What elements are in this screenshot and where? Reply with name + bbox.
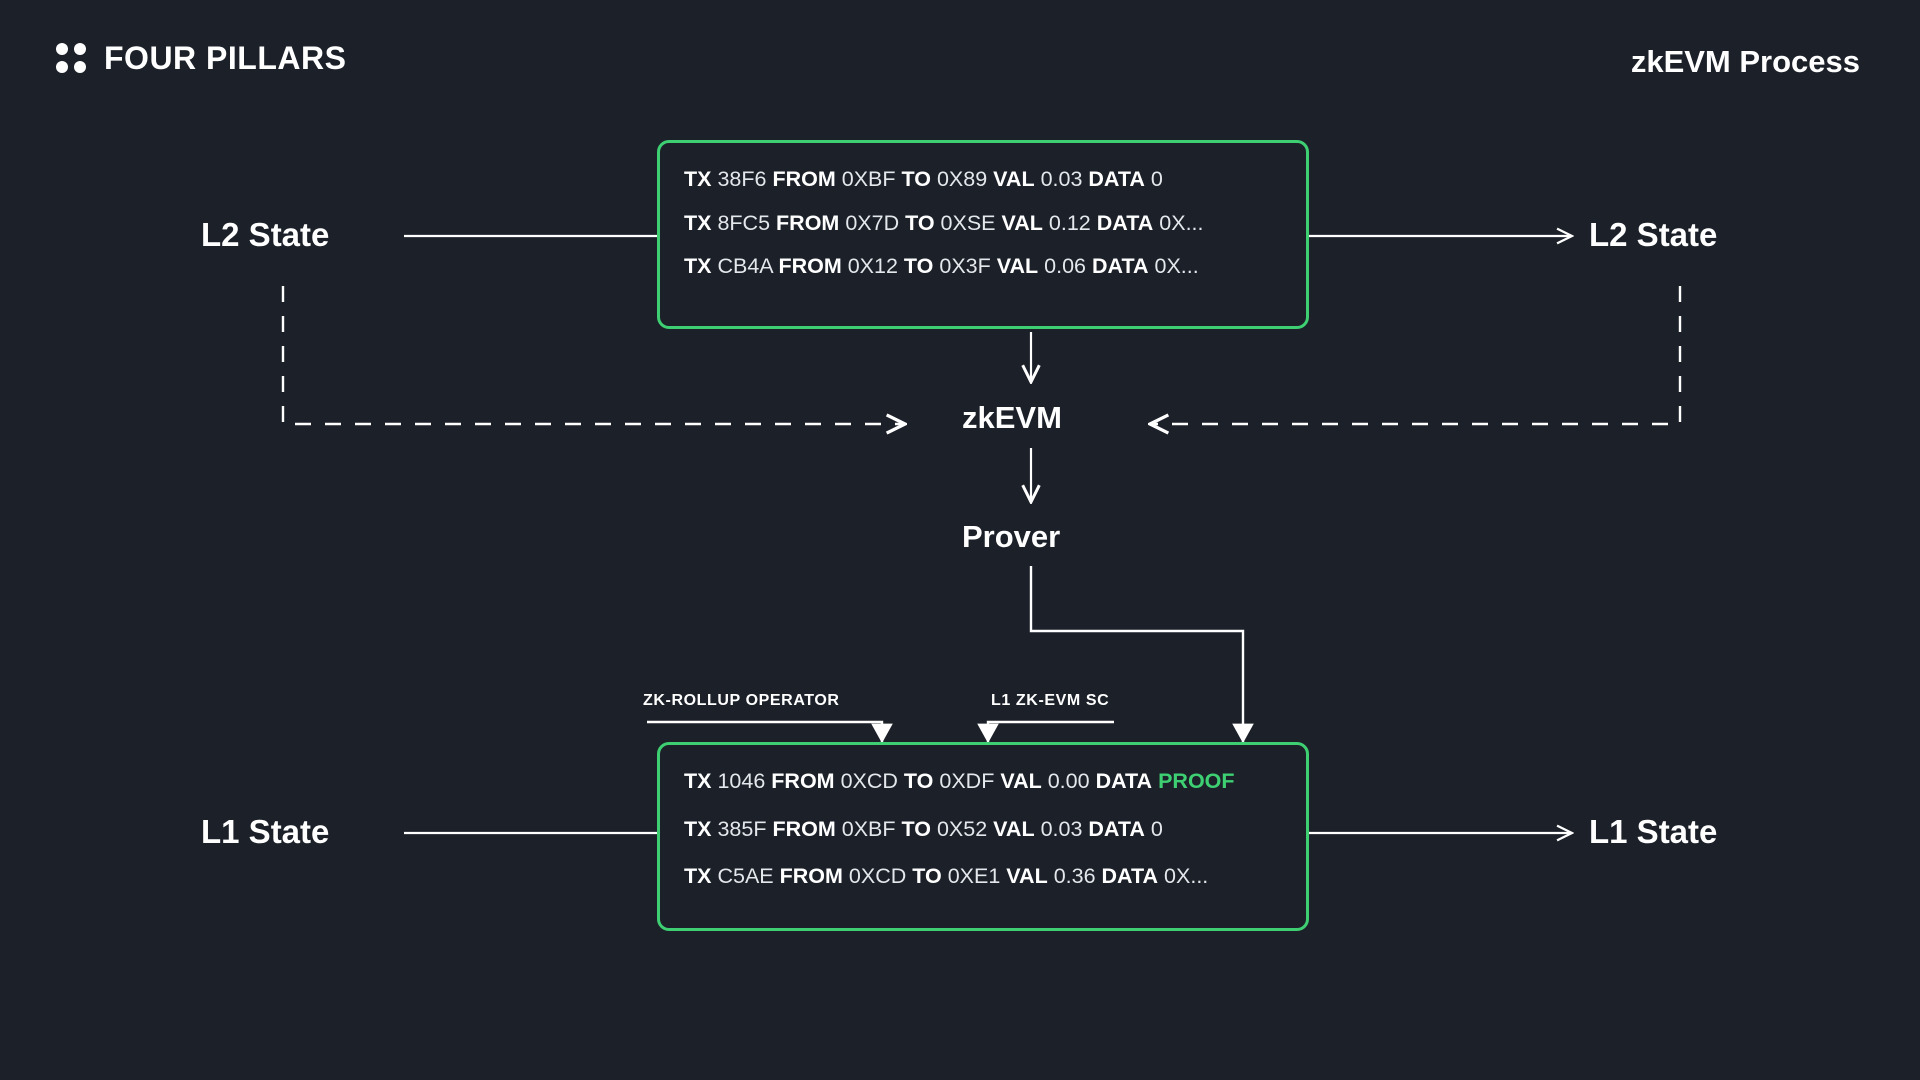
data-value: 0X... bbox=[1159, 210, 1204, 235]
to-key: TO bbox=[903, 254, 934, 278]
transaction-row: TX CB4A FROM 0X12 TO 0X3F VAL 0.06 DATA … bbox=[684, 254, 1282, 278]
tx-value: 1046 bbox=[717, 769, 766, 793]
to-key: TO bbox=[903, 769, 934, 793]
tx-value: 38F6 bbox=[717, 167, 767, 191]
from-value: 0XBF bbox=[841, 816, 896, 841]
tx-key: TX bbox=[684, 816, 712, 841]
data-key: DATA bbox=[1096, 210, 1154, 235]
data-key: DATA bbox=[1091, 254, 1149, 278]
brand-name: FOUR PILLARS bbox=[104, 40, 347, 76]
val-value: 0.03 bbox=[1040, 816, 1083, 841]
val-value: 0.36 bbox=[1053, 864, 1096, 888]
val-value: 0.12 bbox=[1048, 210, 1091, 235]
tx-value: C5AE bbox=[717, 864, 774, 888]
from-key: FROM bbox=[779, 864, 843, 888]
brand-logo: FOUR PILLARS bbox=[56, 42, 346, 74]
page-title: zkEVM Process bbox=[1630, 44, 1860, 79]
to-value: 0XSE bbox=[940, 210, 996, 235]
data-key: DATA bbox=[1088, 167, 1145, 191]
data-value: 0 bbox=[1150, 816, 1163, 841]
from-value: 0XCD bbox=[848, 864, 907, 888]
transaction-row: TX C5AE FROM 0XCD TO 0XE1 VAL 0.36 DATA … bbox=[684, 864, 1282, 888]
tx-key: TX bbox=[684, 210, 712, 235]
to-key: TO bbox=[905, 210, 935, 235]
state-label-l2-left: L2 State bbox=[201, 216, 330, 253]
to-key: TO bbox=[901, 816, 931, 841]
val-value: 0.03 bbox=[1040, 167, 1083, 191]
from-key: FROM bbox=[778, 254, 842, 278]
to-value: 0X52 bbox=[936, 816, 988, 841]
data-key: DATA bbox=[1088, 816, 1145, 841]
from-value: 0X12 bbox=[847, 254, 898, 278]
val-key: VAL bbox=[1006, 864, 1048, 888]
from-value: 0XCD bbox=[840, 769, 898, 793]
val-key: VAL bbox=[996, 254, 1039, 278]
from-key: FROM bbox=[776, 210, 840, 235]
tx-value: 385F bbox=[717, 816, 767, 841]
transaction-row: TX 1046 FROM 0XCD TO 0XDF VAL 0.00 DATA … bbox=[684, 769, 1282, 793]
to-value: 0X3F bbox=[939, 254, 991, 278]
to-key: TO bbox=[901, 167, 931, 191]
transaction-row: TX 8FC5 FROM 0X7D TO 0XSE VAL 0.12 DATA … bbox=[684, 210, 1282, 235]
tx-key: TX bbox=[684, 167, 712, 191]
data-value: 0X... bbox=[1164, 864, 1209, 888]
to-key: TO bbox=[912, 864, 942, 888]
tx-key: TX bbox=[684, 864, 712, 888]
data-value: PROOF bbox=[1158, 769, 1235, 793]
state-label-l1-right: L1 State bbox=[1589, 813, 1718, 850]
from-key: FROM bbox=[772, 816, 836, 841]
from-key: FROM bbox=[771, 769, 835, 793]
tx-key: TX bbox=[684, 769, 712, 793]
node-zkevm: zkEVM bbox=[962, 400, 1062, 435]
data-value: 0 bbox=[1150, 167, 1163, 191]
data-value: 0X... bbox=[1154, 254, 1199, 278]
to-value: 0X89 bbox=[936, 167, 988, 191]
val-value: 0.06 bbox=[1044, 254, 1086, 278]
l1-transaction-box: TX 1046 FROM 0XCD TO 0XDF VAL 0.00 DATA … bbox=[657, 742, 1309, 931]
state-label-l2-right: L2 State bbox=[1589, 216, 1718, 253]
to-value: 0XE1 bbox=[947, 864, 1001, 888]
val-key: VAL bbox=[1000, 769, 1042, 793]
node-prover: Prover bbox=[962, 519, 1061, 554]
val-key: VAL bbox=[993, 167, 1035, 191]
to-value: 0XDF bbox=[939, 769, 995, 793]
bracket-label-l1-sc: L1 ZK-EVM SC bbox=[991, 692, 1110, 709]
transaction-row: TX 38F6 FROM 0XBF TO 0X89 VAL 0.03 DATA … bbox=[684, 167, 1282, 191]
tx-key: TX bbox=[684, 254, 712, 278]
tx-value: 8FC5 bbox=[717, 210, 771, 235]
val-value: 0.00 bbox=[1047, 769, 1090, 793]
data-key: DATA bbox=[1101, 864, 1159, 888]
transaction-row: TX 385F FROM 0XBF TO 0X52 VAL 0.03 DATA … bbox=[684, 816, 1282, 841]
state-label-l1-left: L1 State bbox=[201, 813, 330, 850]
bracket-label-operator: ZK-ROLLUP OPERATOR bbox=[643, 692, 840, 709]
tx-value: CB4A bbox=[717, 254, 773, 278]
l2-transaction-box: TX 38F6 FROM 0XBF TO 0X89 VAL 0.03 DATA … bbox=[657, 140, 1309, 329]
data-key: DATA bbox=[1095, 769, 1153, 793]
from-key: FROM bbox=[772, 167, 836, 191]
from-value: 0XBF bbox=[841, 167, 896, 191]
bracket-l1-sc bbox=[977, 720, 1114, 744]
bracket-operator bbox=[647, 720, 893, 744]
val-key: VAL bbox=[1001, 210, 1043, 235]
wire-prover-to-l1box bbox=[1029, 566, 1254, 744]
four-dots-icon bbox=[56, 43, 86, 73]
from-value: 0X7D bbox=[845, 210, 900, 235]
val-key: VAL bbox=[993, 816, 1035, 841]
